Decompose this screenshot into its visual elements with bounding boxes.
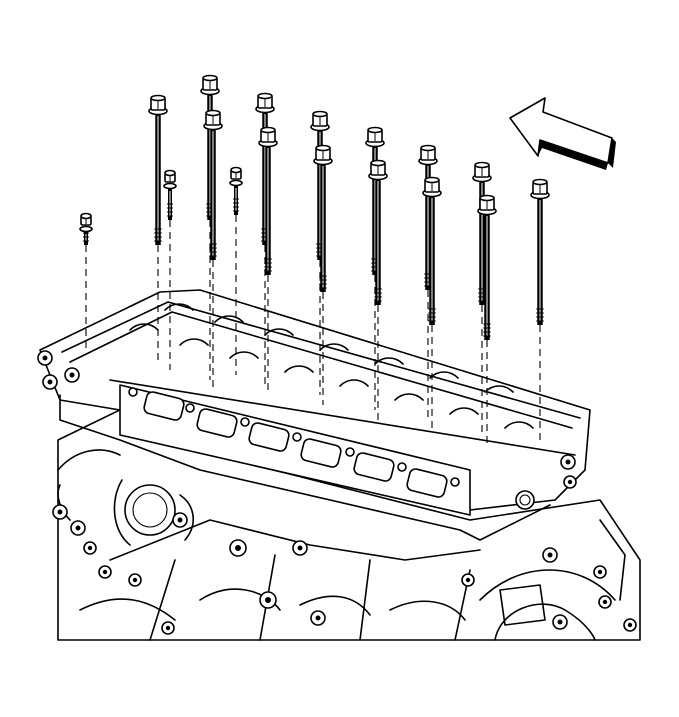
head-bolt: [203, 109, 223, 390]
intake-ports: [119, 384, 471, 516]
head-bolt: [148, 94, 168, 360]
direction-arrow-icon: [509, 97, 616, 170]
head-bolt: [258, 126, 278, 395]
head-bolts: [79, 74, 550, 445]
head-bolt: [313, 144, 333, 405]
head-bolt: [422, 176, 442, 430]
head-bolt: [530, 178, 550, 445]
head-bolt: [79, 212, 93, 350]
head-bolt: [200, 74, 220, 380]
head-bolt: [310, 110, 330, 395]
head-bolt: [229, 166, 243, 375]
head-bolt: [418, 144, 438, 420]
block-mounting-bosses: [52, 504, 637, 635]
head-bolt: [163, 169, 177, 370]
timing-seal: [113, 479, 194, 546]
head-bolt: [368, 159, 388, 420]
head-bolt: [477, 194, 497, 445]
